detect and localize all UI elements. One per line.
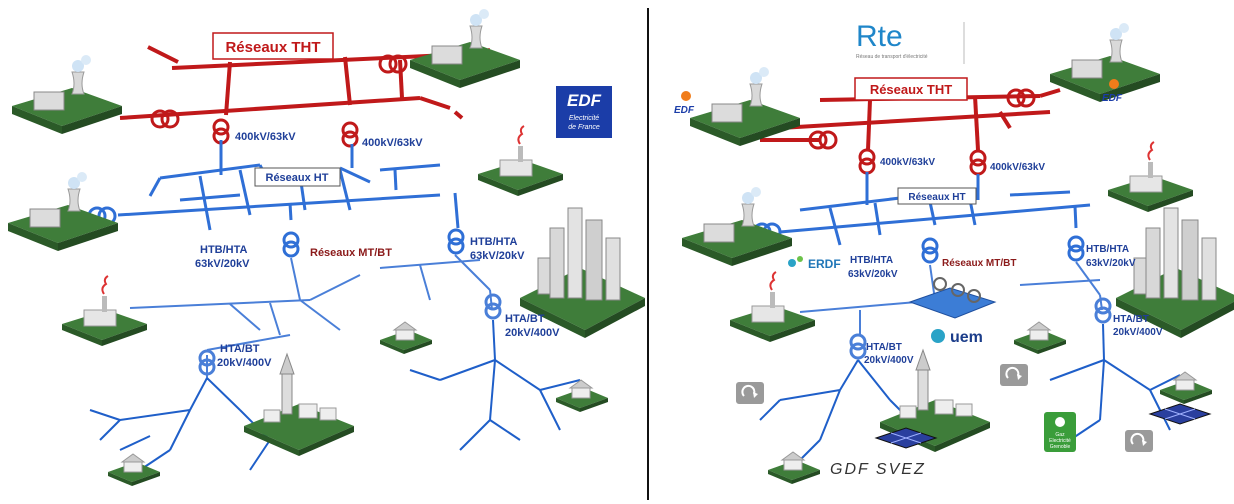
nuclear-plant-left-1: [11, 54, 123, 135]
factory-left-1: [477, 125, 564, 197]
svg-text:de France: de France: [568, 124, 600, 131]
hta-bt-left-label-2: 20kV/400V: [217, 357, 272, 369]
transformer-hta-bt-right-a: [849, 333, 867, 360]
house-left-1: [379, 321, 433, 355]
recycle-icon-3: [1124, 429, 1154, 453]
svg-text:uem: uem: [950, 329, 983, 346]
mt-bt-lines-left: [129, 254, 493, 380]
edf-logo: EDF Electricité de France: [556, 86, 612, 138]
htb-hta-right-label-2: 63kV/20kV: [470, 250, 525, 262]
hta-bt-right-panel-left-2: 20kV/400V: [864, 355, 914, 366]
tht-transformer-left-1: [150, 109, 180, 129]
gdf-suez-logo: GDF SVEZ: [830, 461, 926, 478]
svg-text:EDF: EDF: [1102, 93, 1123, 104]
ht-label-box-left: [254, 167, 341, 187]
trans-400-63-label-right-a: 400kV/63kV: [880, 157, 935, 168]
transformer-400-63-left-b: [341, 121, 359, 148]
mtbt-label-left: Réseaux MT/BT: [310, 247, 392, 259]
htb-hta-right-panel-left-2: 63kV/20kV: [848, 269, 898, 280]
ht-lines-left: [117, 140, 460, 231]
left-panel: Réseaux THT 400kV/63kV 400kV/63kV Réseau…: [7, 8, 646, 487]
trans-400-63-label-right-b: 400kV/63kV: [990, 162, 1045, 173]
factory-right-2: [729, 271, 816, 343]
nuclear-plant-right-1: [689, 66, 801, 147]
svg-text:EDF: EDF: [567, 91, 602, 110]
transformer-400-63-left-a: [212, 118, 230, 145]
hta-bt-left-label-1: HTA/BT: [220, 343, 260, 355]
house-right-3: [767, 451, 821, 485]
edf-small-logo-1: EDF: [674, 91, 695, 116]
factory-left-2: [61, 275, 148, 347]
transformer-hta-bt-right-b: [1094, 297, 1112, 324]
mtbt-label-right: Réseaux MT/BT: [942, 258, 1016, 269]
trans-400-63-label-left-b: 400kV/63kV: [362, 137, 423, 149]
right-panel: Réseaux THT 400kV/63kV 400kV/63kV Réseau…: [674, 20, 1234, 485]
erdf-logo: ERDF: [788, 256, 841, 271]
rte-logo: Rte Réseau de transport d'électricité: [856, 20, 965, 64]
house-left-3: [107, 453, 161, 487]
hta-bt-right-label-1: HTA/BT: [505, 313, 545, 325]
svg-text:Electricité: Electricité: [569, 115, 599, 122]
hta-bt-right-label-2: 20kV/400V: [505, 327, 560, 339]
ht-label-left: Réseaux HT: [266, 172, 329, 184]
htb-hta-right-panel-right-1: HTB/HTA: [1086, 244, 1129, 255]
ht-label-box-right: [897, 187, 977, 205]
factory-right-1: [1107, 141, 1194, 213]
edf-small-logo-2: EDF: [1102, 79, 1123, 104]
svg-text:Réseau de transport d'électric: Réseau de transport d'électricité: [856, 54, 928, 60]
trans-400-63-label-left-a: 400kV/63kV: [235, 131, 296, 143]
tht-label-left: Réseaux THT: [225, 39, 320, 56]
htb-hta-left-label-2: 63kV/20kV: [195, 258, 250, 270]
house-right-1: [1013, 321, 1067, 355]
uem-logo: uem: [931, 329, 983, 346]
svg-text:EDF: EDF: [674, 105, 695, 116]
svg-text:Gaz: Gaz: [1055, 432, 1065, 438]
tht-label-box-left: [212, 32, 334, 60]
htb-hta-right-panel-left-1: HTB/HTA: [850, 255, 893, 266]
ht-label-right: Réseaux HT: [908, 192, 965, 203]
recycle-icon-1: [735, 381, 765, 405]
hta-bt-right-panel-right-2: 20kV/400V: [1113, 327, 1163, 338]
svg-text:Grenoble: Grenoble: [1050, 444, 1071, 450]
house-right-2: [1159, 371, 1213, 405]
transformer-hta-bt-left-b: [484, 293, 502, 320]
geg-logo: Gaz Electricité Grenoble: [1044, 412, 1076, 452]
transformer-400-63-right-b: [969, 149, 987, 176]
tht-lines-left: [119, 45, 491, 120]
transformer-htb-hta-left-a: [282, 231, 300, 258]
svg-text:GDF SVEZ: GDF SVEZ: [830, 461, 926, 478]
tht-label-box-right: [854, 77, 968, 101]
ht-lines-right: [779, 172, 1091, 246]
nuclear-plant-left-2: [409, 8, 521, 89]
hta-bt-right-panel-right-1: HTA/BT: [1113, 314, 1149, 325]
tht-label-right: Réseaux THT: [870, 82, 952, 97]
hta-bt-right-panel-left-1: HTA/BT: [866, 342, 902, 353]
transformer-htb-hta-right-b: [1067, 235, 1085, 262]
svg-text:Electricité: Electricité: [1049, 438, 1071, 444]
htb-hta-left-label-1: HTB/HTA: [200, 244, 248, 256]
nuclear-plant-right-2: [1049, 22, 1161, 103]
svg-text:ERDF: ERDF: [808, 257, 841, 271]
transformer-htb-hta-right-a: [921, 237, 939, 264]
transformer-400-63-right-a: [858, 148, 876, 175]
recycle-icon-2: [999, 363, 1029, 387]
svg-text:Rte: Rte: [856, 20, 903, 53]
bt-tree-left: [89, 319, 581, 471]
htb-hta-right-panel-right-2: 63kV/20kV: [1086, 258, 1136, 269]
htb-hta-right-label-1: HTB/HTA: [470, 236, 518, 248]
hydro-plant-right: [908, 277, 997, 319]
transformer-htb-hta-left-b: [447, 228, 465, 255]
village-left: [243, 353, 355, 457]
